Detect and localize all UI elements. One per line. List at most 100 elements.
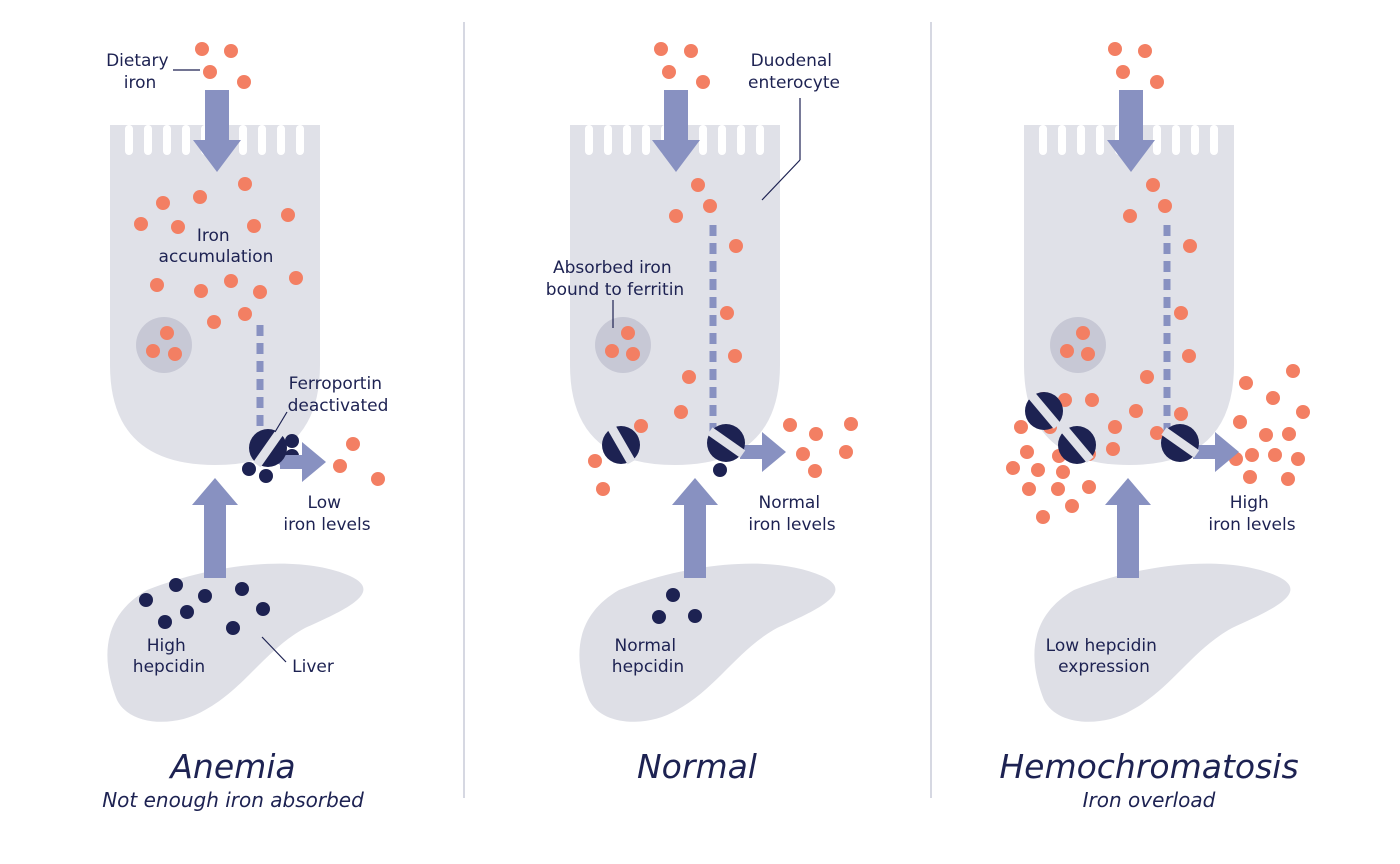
iron-dot [160,326,174,340]
ferritin-vesicle [595,317,651,373]
export-arrow [280,442,326,482]
hepcidin-dot [713,463,727,477]
villus-gap [1096,125,1104,155]
iron-dot [1031,463,1045,477]
iron-dot [1006,461,1020,475]
hepcidin-dots [139,434,299,635]
iron-dot [1081,347,1095,361]
iron-dot [621,326,635,340]
iron-dot [1058,393,1072,407]
iron-dot [588,454,602,468]
iron-dot [1150,426,1164,440]
panel-title: Normal [637,747,757,786]
villus-gap [756,125,764,155]
iron-dot [1116,65,1130,79]
iron-dot [224,44,238,58]
ferritin-vesicle [1050,317,1106,373]
hepcidin-dot [242,462,256,476]
iron-dots [134,42,385,486]
iron-dot [156,196,170,210]
iron-dot [1106,442,1120,456]
iron-dot [238,307,252,321]
panel-title: Hemochromatosis [999,747,1298,786]
iron-dot [1051,482,1065,496]
iron-dot [134,217,148,231]
villus-gap [239,125,247,155]
iron-dot [682,370,696,384]
iron-dot [696,75,710,89]
hepcidin-dot [652,610,666,624]
villus-gap [182,125,190,155]
iron-dot [839,445,853,459]
iron-dot [289,271,303,285]
iron-export-path [256,325,285,465]
iron-dot [168,347,182,361]
export-arrow [1193,432,1239,472]
dietary-iron-arrow [652,90,700,172]
iron-dot [1291,452,1305,466]
hepcidin-dot [256,602,270,616]
panel-hemochromatosis: High iron levels Low hepcidin expression… [999,42,1310,812]
villus-gap [642,125,650,155]
hepcidin-dot [285,434,299,448]
enterocyte-label: Duodenal enterocyte [748,51,840,93]
iron-dot [333,459,347,473]
ferroportin-channel [1161,424,1200,462]
iron-dot [1150,75,1164,89]
iron-dot [1183,239,1197,253]
hepcidin-label: High hepcidin [133,636,205,677]
hepcidin-dot [180,605,194,619]
iron-dot [796,447,810,461]
iron-dot [371,472,385,486]
iron-dot [237,75,251,89]
iron-dot [207,315,221,329]
villus-gap [1058,125,1066,155]
iron-dot [1036,510,1050,524]
villus-gap [604,125,612,155]
export-arrow [740,432,786,472]
iron-dot [1259,428,1273,442]
iron-dot [1014,420,1028,434]
iron-dot [1146,178,1160,192]
dietary-iron-label: Dietary iron [106,51,174,93]
iron-dot [669,209,683,223]
iron-dot [194,284,208,298]
iron-dot [596,482,610,496]
iron-dot [1268,448,1282,462]
iron-dot [1085,393,1099,407]
hepcidin-up-arrow [192,478,238,578]
panel-anemia: Dietary iron Iron accumulation Ferroport… [102,42,388,812]
villus-gap [718,125,726,155]
villus-gap [1153,125,1161,155]
iron-dot [1065,499,1079,513]
hepcidin-dot [139,593,153,607]
iron-dot [171,220,185,234]
iron-dot [1056,465,1070,479]
ferroportin-channel [602,425,640,465]
villus-gap [623,125,631,155]
ferroportin-channel [1025,392,1063,430]
iron-dot [1140,370,1154,384]
ferroportin-leader [274,411,288,433]
iron-dot [193,190,207,204]
hepcidin-label: Normal hepcidin [612,636,684,677]
iron-dot [1286,364,1300,378]
hepcidin-dot [158,615,172,629]
hepcidin-up-arrow [1105,478,1151,578]
villus-gap [125,125,133,155]
iron-levels-label: High iron levels [1208,493,1295,535]
iron-dot [684,44,698,58]
hepcidin-dot [169,578,183,592]
villus-gap [1210,125,1218,155]
villus-gap [585,125,593,155]
iron-dot [691,178,705,192]
iron-dot [150,278,164,292]
villus-gap [1191,125,1199,155]
villus-gap [737,125,745,155]
iron-dot [626,347,640,361]
iron-dot [1243,470,1257,484]
panel-subtitle: Not enough iron absorbed [102,788,364,812]
iron-dot [1182,349,1196,363]
iron-dot [674,405,688,419]
